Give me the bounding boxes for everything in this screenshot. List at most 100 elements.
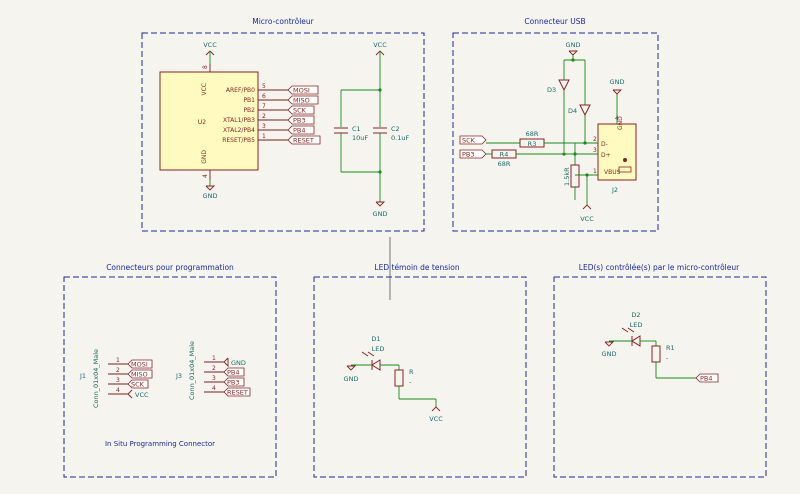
- net-label-mosi[interactable]: MOSI: [287, 85, 319, 95]
- net-label-reset[interactable]: RESET: [223, 387, 251, 397]
- pin-number: 2: [593, 136, 597, 143]
- power-label: GND: [566, 41, 581, 49]
- section-title: LED(s) contrôlée(s) par le micro-contrôl…: [579, 263, 740, 272]
- section-border: [63, 276, 277, 478]
- power-label: GND: [610, 78, 625, 86]
- u2-gnd-pin-number: 4: [202, 174, 209, 178]
- value-text: LED: [372, 345, 385, 353]
- diode-d4[interactable]: D4: [568, 104, 591, 117]
- ref-text: J2: [611, 186, 618, 194]
- net-label-sck[interactable]: SCK: [287, 105, 315, 115]
- pin-row: 2: [108, 367, 128, 375]
- gnd-symbol: GND: [373, 201, 387, 218]
- pin-number: 4: [212, 385, 216, 392]
- pin-name: AREF/PB0: [226, 87, 255, 94]
- ref-text: R4: [500, 151, 509, 159]
- net-label-pb4[interactable]: PB4: [223, 367, 245, 377]
- ref-text: R1: [666, 344, 675, 352]
- usb-connector-j2[interactable]: D- D+ VBUS 2 3 1 GND 4 J2: [593, 115, 637, 194]
- net-label-text: RESET: [227, 389, 248, 397]
- pin-number: 1: [593, 168, 597, 175]
- net-label-text: SCK: [131, 381, 145, 389]
- gnd-symbol: GND: [566, 41, 581, 56]
- pin-number: 2: [212, 365, 216, 372]
- net-label-text: PB3: [462, 151, 475, 159]
- gnd-symbol: GND: [203, 185, 218, 200]
- net-label-miso[interactable]: MISO: [287, 95, 319, 105]
- section-border: [313, 276, 527, 478]
- gnd-symbol: GND: [610, 78, 625, 95]
- diode-d3[interactable]: D3: [547, 79, 570, 94]
- value-text: Conn_01x04_Male: [92, 349, 100, 408]
- pin-number: 7: [262, 103, 266, 110]
- power-label: VCC: [580, 215, 594, 223]
- pin-number: 5: [262, 83, 266, 90]
- pin-name: XTAL2/PB4: [223, 127, 255, 134]
- value-text: 0.1uF: [391, 134, 409, 142]
- u2-ref: U2: [198, 119, 206, 126]
- pin-row: 2: [204, 365, 224, 373]
- section-microcontroller: Micro-contrôleur VCC VCC 8 GND 4 GND U2 …: [141, 17, 425, 232]
- net-label-pb3[interactable]: PB3: [287, 115, 315, 125]
- pin-row: 1: [108, 357, 128, 365]
- net-label-text: SCK: [462, 137, 476, 145]
- resistor-r1[interactable]: R1 -: [651, 344, 675, 363]
- section-power-led: LED témoin de tension D1 LED GND R - VCC: [313, 263, 527, 478]
- ref-text: C2: [391, 125, 400, 133]
- resistor-r4[interactable]: R4 68R: [491, 149, 517, 168]
- net-label-text: RESET: [293, 137, 314, 145]
- net-label-pb4[interactable]: PB4: [287, 125, 315, 135]
- pin-name: VBUS: [604, 169, 621, 176]
- section-usb: Connecteur USB GND D3 D4 SCK: [452, 17, 659, 232]
- usb-icon: [623, 158, 627, 162]
- pin-number: 1: [212, 355, 216, 362]
- pin-number: 2: [116, 367, 120, 374]
- net-label-text: MOSI: [131, 361, 148, 369]
- vcc-symbol: VCC: [127, 389, 149, 399]
- ref-text: C1: [352, 125, 361, 133]
- pin-row: 4: [108, 387, 128, 395]
- pin-number: 1: [116, 357, 120, 364]
- capacitor-c1[interactable]: C1 10uF: [334, 125, 368, 142]
- pin-name: PB2: [243, 107, 255, 114]
- net-label-text: PB3: [293, 117, 306, 125]
- pin-number: 3: [116, 377, 120, 384]
- u2-pin-row: XTAL1/PB3 2: [223, 113, 288, 124]
- isp-note: In Situ Programming Connector: [105, 440, 215, 448]
- pin-name: D+: [601, 152, 611, 159]
- net-label-pb3[interactable]: PB3: [223, 377, 245, 387]
- capacitor-c2[interactable]: C2 0.1uF: [373, 125, 409, 142]
- u2-pin-row: PB2 7: [243, 103, 288, 114]
- u2-vcc-pin-number: 8: [202, 65, 209, 69]
- ref-text: D1: [371, 335, 380, 343]
- ref-text: D4: [568, 107, 577, 115]
- net-label-sck[interactable]: SCK: [459, 135, 487, 145]
- net-label-miso[interactable]: MISO: [127, 369, 153, 379]
- power-label: GND: [203, 192, 218, 200]
- net-label-mosi[interactable]: MOSI: [127, 359, 153, 369]
- ref-text: J3: [175, 372, 182, 380]
- pin-number: 3: [593, 147, 597, 154]
- net-label-reset[interactable]: RESET: [287, 135, 321, 145]
- ref-text: R3: [528, 140, 537, 148]
- resistor-r[interactable]: R -: [394, 368, 414, 387]
- connector-j3[interactable]: J3 Conn_01x04_Male 1 2 3 4: [175, 341, 224, 400]
- vcc-symbol: VCC: [429, 406, 443, 423]
- u2-body[interactable]: [159, 71, 259, 171]
- ref-text: D2: [631, 311, 640, 319]
- ref-text: D3: [547, 86, 556, 94]
- power-label: VCC: [135, 391, 149, 399]
- connector-j1[interactable]: J1 Conn_01x04_Male 1 2 3 4: [79, 349, 128, 408]
- net-label-text: MISO: [293, 97, 310, 105]
- pin-row: 3: [108, 377, 128, 385]
- net-label-text: PB4: [700, 375, 713, 383]
- net-label-sck[interactable]: SCK: [127, 379, 149, 389]
- pin-name: D-: [601, 141, 608, 148]
- power-label: VCC: [429, 415, 443, 423]
- resistor-1-5k[interactable]: 1.5kR: [563, 164, 580, 188]
- net-label-pb4[interactable]: PB4: [695, 373, 719, 383]
- pin-row: 4: [204, 385, 224, 393]
- net-label-pb3[interactable]: PB3: [459, 149, 487, 159]
- resistor-r3[interactable]: R3 68R: [519, 130, 545, 148]
